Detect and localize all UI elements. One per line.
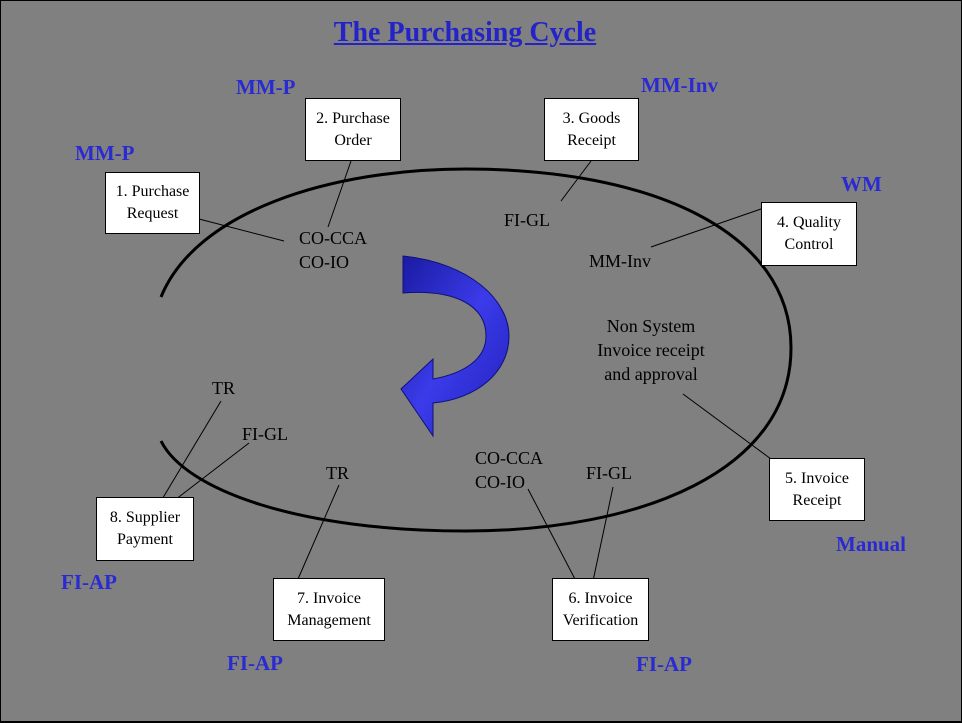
label-non-system: Non System Invoice receipt and approval bbox=[597, 316, 705, 384]
step-invoice-receipt: 5. Invoice Receipt bbox=[769, 458, 865, 521]
connector-verify-co bbox=[527, 488, 577, 582]
connector-invoice-receipt bbox=[682, 393, 772, 460]
step-invoice-verification: 6. Invoice Verification bbox=[552, 578, 649, 641]
connector-goods bbox=[560, 160, 592, 202]
module-fi-ap-management: FI-AP bbox=[227, 651, 283, 675]
step-supplier-payment: 8. Supplier Payment bbox=[96, 497, 194, 561]
step-invoice-management-label: 7. Invoice Management bbox=[287, 589, 371, 629]
label-fi-gl-bottom: FI-GL bbox=[586, 463, 632, 483]
connector-request bbox=[198, 218, 285, 242]
label-co-cca-io-top: CO-CCA CO-IO bbox=[299, 228, 368, 272]
step-goods-receipt: 3. Goods Receipt bbox=[544, 98, 639, 161]
module-manual: Manual bbox=[836, 532, 907, 556]
module-mm-p-order: MM-P bbox=[236, 75, 296, 99]
step-purchase-order-label: 2. Purchase Order bbox=[316, 109, 390, 149]
step-goods-receipt-label: 3. Goods Receipt bbox=[562, 109, 621, 149]
cycle-ellipse bbox=[159, 167, 793, 533]
label-fi-gl-top: FI-GL bbox=[504, 210, 550, 230]
page-title: The Purchasing Cycle bbox=[333, 17, 597, 48]
module-fi-ap-verification: FI-AP bbox=[636, 652, 692, 676]
connector-order bbox=[327, 160, 352, 228]
connector-quality bbox=[650, 208, 762, 248]
step-invoice-receipt-label: 5. Invoice Receipt bbox=[785, 469, 849, 509]
step-quality-control: 4. Quality Control bbox=[761, 202, 857, 266]
module-fi-ap-payment: FI-AP bbox=[61, 570, 117, 594]
cycle-arrow bbox=[400, 255, 510, 438]
step-purchase-request: 1. Purchase Request bbox=[105, 172, 200, 234]
connector-payment-fi bbox=[170, 442, 250, 504]
label-mm-inv-inner: MM-Inv bbox=[589, 251, 651, 271]
module-mm-p-request: MM-P bbox=[75, 141, 135, 165]
connector-management-tr bbox=[297, 484, 340, 580]
connector-payment-tr bbox=[160, 400, 222, 502]
label-tr-bottom: TR bbox=[326, 463, 350, 483]
connector-verify-fi bbox=[592, 486, 614, 582]
step-quality-control-label: 4. Quality Control bbox=[777, 214, 841, 253]
label-tr-left: TR bbox=[212, 378, 236, 398]
step-supplier-payment-label: 8. Supplier Payment bbox=[109, 509, 181, 548]
label-co-cca-io-bottom: CO-CCA CO-IO bbox=[475, 448, 544, 492]
module-wm: WM bbox=[841, 172, 882, 196]
step-purchase-order: 2. Purchase Order bbox=[305, 98, 401, 161]
step-invoice-verification-label: 6. Invoice Verification bbox=[562, 589, 639, 629]
step-purchase-request-label: 1. Purchase Request bbox=[115, 183, 190, 222]
step-invoice-management: 7. Invoice Management bbox=[273, 578, 385, 641]
label-fi-gl-left: FI-GL bbox=[242, 424, 288, 444]
module-mm-inv: MM-Inv bbox=[641, 73, 718, 97]
